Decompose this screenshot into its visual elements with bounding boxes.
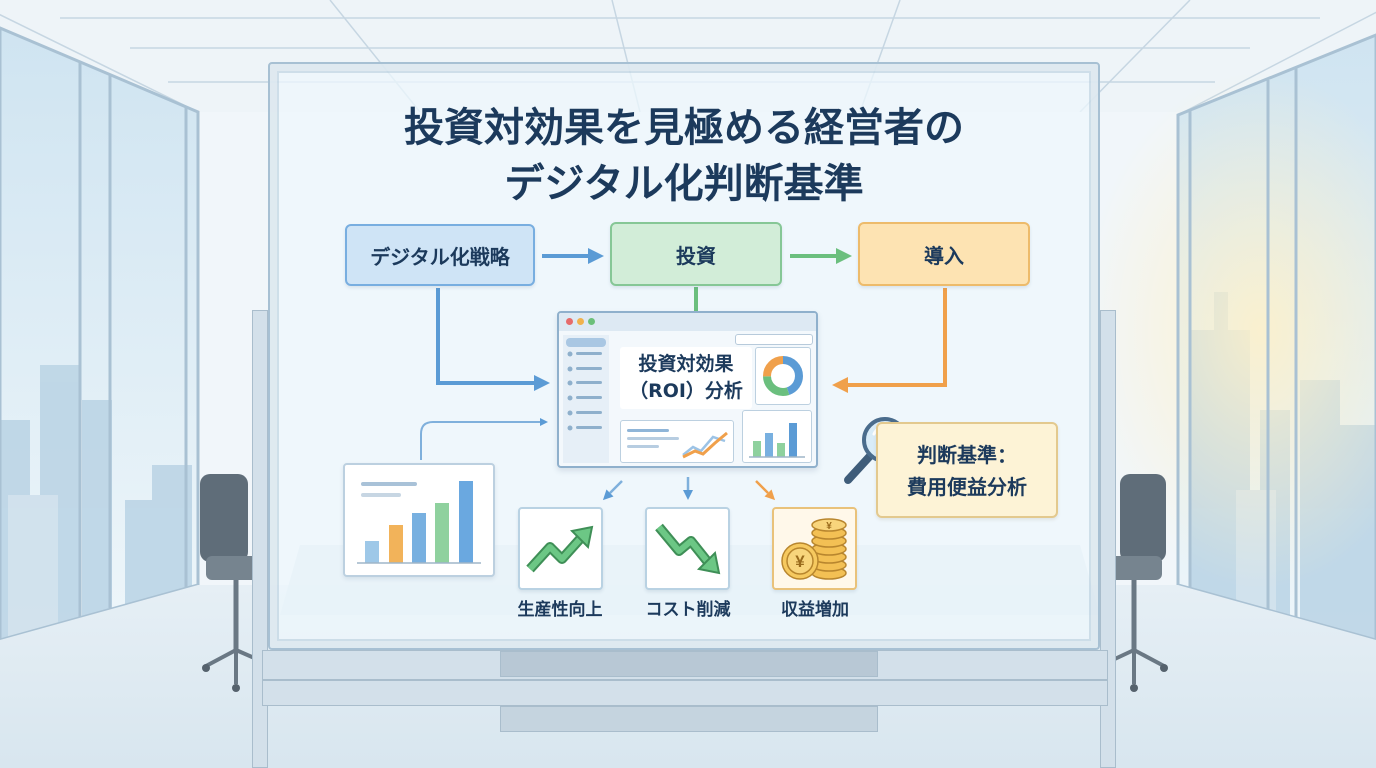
box-digital-strategy: デジタル化戦略 [345,224,535,286]
donut-chart-icon [763,356,803,396]
criteria-box: 判断基準： 費用便益分析 [876,422,1058,518]
trend-down-arrow-icon [655,523,721,575]
donut-card [755,347,811,405]
address-bar [735,334,813,345]
roi-analysis-label: 投資対効果 （ROI）分析 [620,347,752,409]
close-dot-icon [566,318,573,325]
outcome-label-productivity: 生産性向上 [517,600,603,620]
outcome-cost-box [645,507,730,590]
line-chart-icon [627,429,728,459]
window-title-bar [559,313,816,331]
board-rail-center [500,651,878,677]
box-adoption: 導入 [858,222,1030,286]
bar-chart-card [742,410,812,463]
box-investment: 投資 [610,222,782,286]
line-chart-card [620,420,734,463]
roi-line-2: （ROI）分析 [629,380,743,402]
title-line-2: デジタル化判断基準 [504,161,864,207]
minimize-dot-icon [577,318,584,325]
small-bar-chart-icon [749,423,805,458]
roi-dashboard-window: 投資対効果 （ROI）分析 [557,311,818,468]
yen-symbol-top: ¥ [826,521,832,532]
outcome-productivity-box [518,507,603,590]
bar-chart-card-left [343,463,495,577]
criteria-line-1: 判断基準： [917,443,1017,467]
board-foot-center [500,706,878,732]
maximize-dot-icon [588,318,595,325]
bar-chart-icon [357,481,481,564]
yen-coins-icon: ¥ ¥ [781,518,847,580]
yen-symbol: ¥ [795,552,805,571]
outcome-revenue-box: ¥ ¥ [772,507,857,590]
board-rail-lower [262,680,1108,706]
trend-up-arrow-icon [526,525,594,573]
roi-line-1: 投資対効果 [638,353,734,375]
outcome-label-revenue: 収益増加 [781,600,849,620]
dashboard-sidebar [563,335,609,463]
criteria-line-2: 費用便益分析 [907,475,1027,499]
outcome-label-cost: コスト削減 [645,600,731,620]
title-line-1: 投資対効果を見極める経営者の [404,105,964,151]
